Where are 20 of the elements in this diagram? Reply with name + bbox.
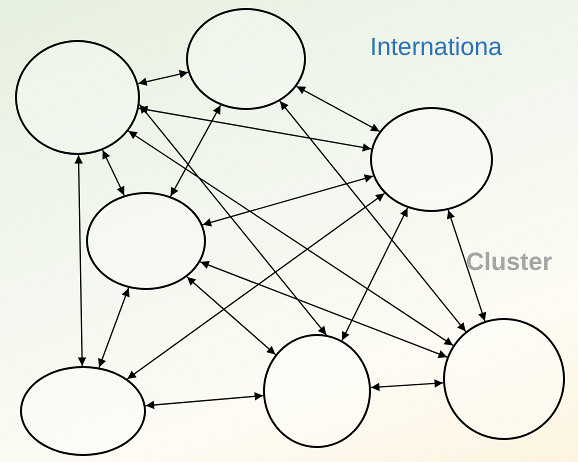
- heading-text: Cluster: [466, 248, 552, 277]
- double-arrow: [200, 261, 448, 358]
- double-arrow: [139, 104, 327, 336]
- double-arrow: [146, 392, 264, 410]
- double-arrow: [138, 106, 372, 152]
- double-arrow: [128, 130, 454, 346]
- double-arrow: [202, 174, 374, 226]
- double-arrow: [138, 70, 188, 86]
- double-arrow: [279, 100, 466, 332]
- double-arrow: [186, 276, 276, 356]
- double-arrow: [370, 379, 444, 392]
- double-arrow: [126, 192, 385, 380]
- double-arrow: [341, 208, 408, 341]
- double-arrow: [446, 210, 486, 322]
- double-arrow: [102, 150, 125, 196]
- double-arrow: [296, 86, 380, 132]
- double-arrow: [74, 154, 86, 366]
- heading-text: Internationa: [370, 33, 502, 62]
- double-arrow: [170, 104, 222, 197]
- double-arrow: [98, 288, 130, 368]
